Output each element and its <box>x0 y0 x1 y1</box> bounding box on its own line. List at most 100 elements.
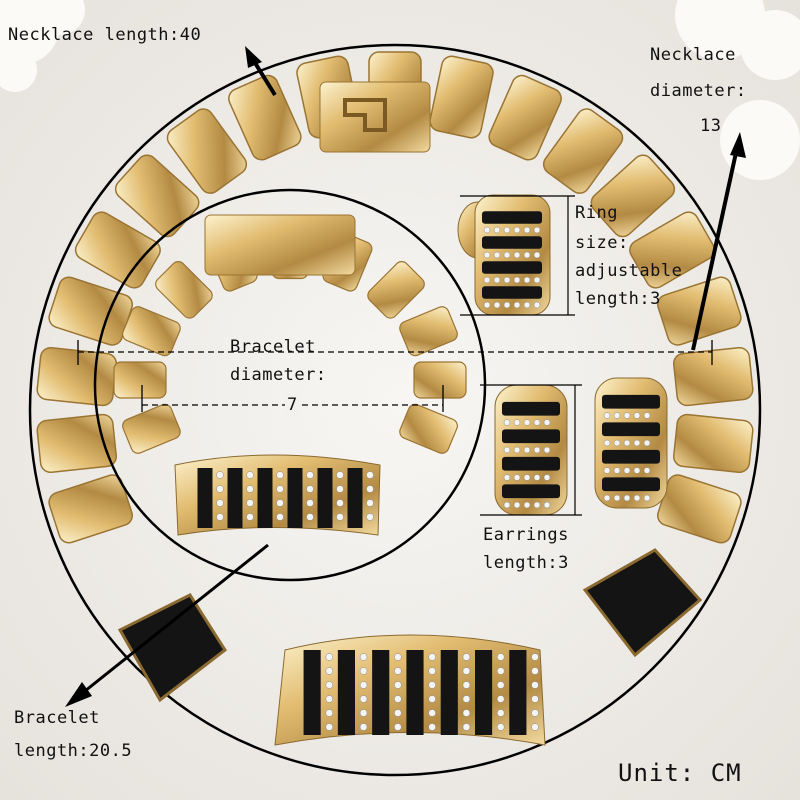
necklace-link <box>228 74 302 161</box>
crystal <box>623 412 631 419</box>
crystal <box>496 667 505 675</box>
crystal <box>462 653 471 661</box>
crystal <box>613 494 621 502</box>
crystal <box>533 226 541 234</box>
ring-length-label: length:3 <box>575 289 661 309</box>
crystal <box>503 301 511 309</box>
necklace-link <box>429 55 494 139</box>
crystal <box>359 653 368 661</box>
crystal <box>366 485 374 493</box>
necklace-length-label: Necklace length:40 <box>8 25 202 45</box>
ring-size-label-2: size: <box>575 233 629 253</box>
crystal <box>325 681 334 689</box>
crystal <box>276 485 284 493</box>
enamel-stripe <box>602 422 660 437</box>
crystal <box>503 251 511 259</box>
crystal <box>503 474 511 481</box>
crystal <box>523 446 531 454</box>
crystal <box>325 709 334 717</box>
enamel-stripe <box>482 211 542 224</box>
crystal <box>633 439 641 447</box>
crystal <box>623 494 631 502</box>
ring <box>457 194 551 316</box>
crystal <box>531 653 539 661</box>
arrow-necklace-diameter <box>691 132 746 351</box>
crystal <box>336 485 344 493</box>
earring-dimension-lines <box>480 384 582 516</box>
bracelet-length-label-2: length:20.5 <box>14 741 133 761</box>
bracelet-diameter-label-1: Bracelet <box>230 337 316 357</box>
crystal <box>603 412 611 419</box>
crystal <box>643 467 651 474</box>
crystal <box>523 474 531 481</box>
crystal <box>336 513 344 521</box>
bracelet-link <box>399 306 458 357</box>
crystal <box>306 499 314 507</box>
crystal <box>513 226 521 234</box>
crystal <box>276 471 284 479</box>
arrow-necklace-length <box>245 46 277 97</box>
crystal <box>428 667 436 675</box>
bracelet-link <box>122 306 181 357</box>
crystal <box>531 695 539 703</box>
crystal <box>394 667 402 675</box>
necklace-link <box>48 474 133 544</box>
crystal <box>533 276 541 284</box>
crystal <box>513 419 521 426</box>
necklace-diameter-label-1: Necklace <box>650 45 736 65</box>
enamel-stripe <box>602 394 660 409</box>
necklace-link <box>672 346 754 407</box>
crystal <box>428 723 436 731</box>
enamel-stripe <box>602 449 660 464</box>
crystal <box>643 412 651 419</box>
bracelet-diameter-label-2: diameter: <box>230 365 327 385</box>
crystal <box>623 439 631 447</box>
crystal <box>306 485 314 493</box>
crystal <box>428 695 436 703</box>
crystal <box>462 681 471 689</box>
bracelet-link <box>113 361 167 399</box>
crystal <box>306 513 314 521</box>
crystal <box>325 653 334 661</box>
crystal <box>513 501 521 509</box>
crystal <box>503 276 511 284</box>
crystal <box>623 467 631 474</box>
necklace-link <box>166 108 248 194</box>
necklace-enamel-left <box>117 593 228 703</box>
crystal <box>613 439 621 447</box>
necklace-link <box>488 74 562 161</box>
earring-right <box>594 377 668 509</box>
bracelet-link <box>122 403 181 454</box>
enamel-stripe <box>502 401 560 416</box>
necklace-link <box>657 276 742 346</box>
crystal <box>428 681 436 689</box>
crystal <box>523 276 531 284</box>
crystal <box>643 439 651 447</box>
crystal <box>428 653 436 661</box>
crystal <box>533 251 541 259</box>
necklace-outline-circle <box>28 43 762 777</box>
enamel-stripe <box>502 456 560 471</box>
crystal <box>483 301 491 309</box>
crystal <box>394 681 402 689</box>
crystal <box>216 513 224 521</box>
crystal <box>493 301 501 309</box>
enamel-stripe <box>502 484 560 499</box>
earrings-label-1: Earrings <box>483 525 569 545</box>
ring-size-label-1: Ring <box>575 203 618 223</box>
crystal <box>513 474 521 481</box>
crystal <box>496 695 505 703</box>
crystal <box>276 513 284 521</box>
crystal <box>513 301 521 309</box>
crystal <box>503 501 511 509</box>
enamel-stripe <box>227 468 243 528</box>
crystal <box>483 226 491 234</box>
crystal <box>543 419 551 426</box>
crystal <box>531 667 539 675</box>
crystal <box>336 499 344 507</box>
crystal <box>523 501 531 509</box>
crystal <box>533 301 541 309</box>
bracelet-length-label-1: Bracelet <box>14 708 100 728</box>
arrow-bracelet-length <box>65 543 269 707</box>
necklace-clasp <box>319 81 431 153</box>
